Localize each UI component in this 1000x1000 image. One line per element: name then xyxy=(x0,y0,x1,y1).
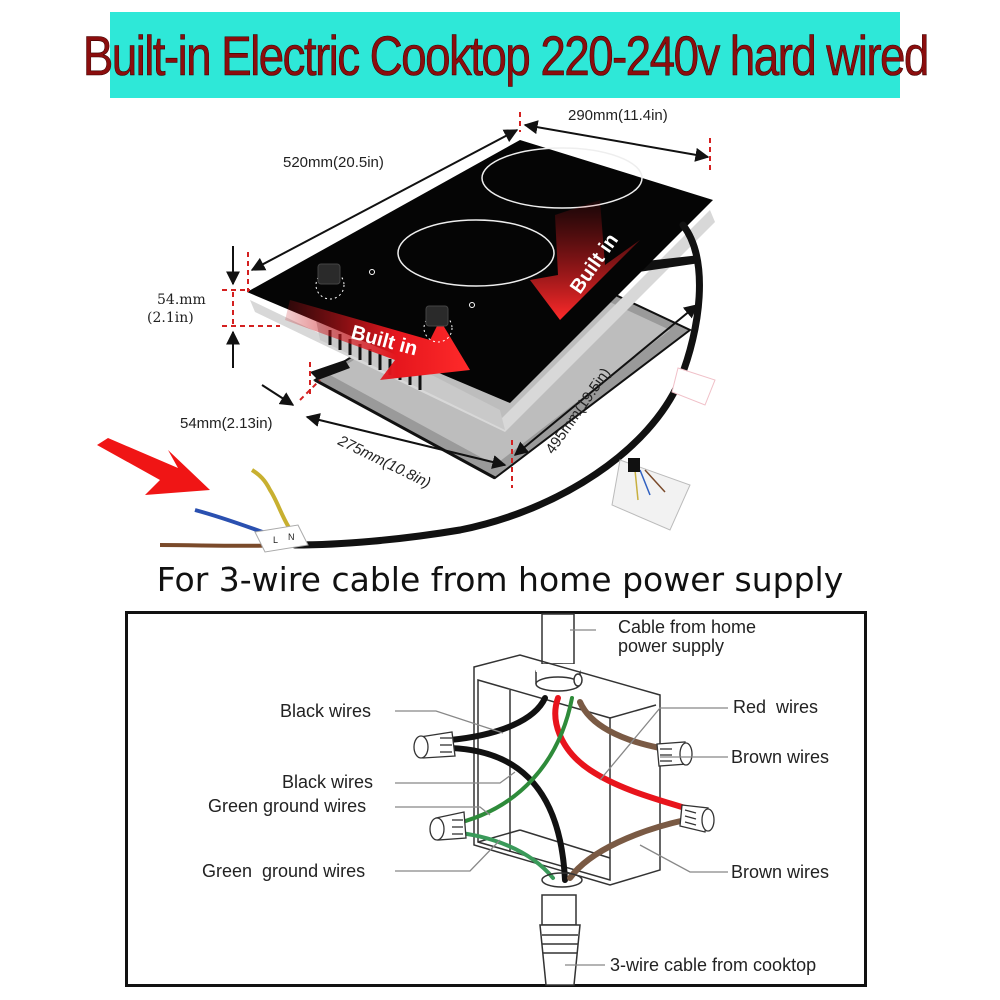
power-cable xyxy=(291,221,716,549)
cooktop-illustration: Built in Built in 29 xyxy=(97,107,716,553)
dimension-lines xyxy=(222,112,711,488)
dim-width-label: 290mm(11.4in) xyxy=(568,107,668,124)
terminal-label-n: N xyxy=(288,532,295,542)
terminal-label-l: L xyxy=(273,535,278,545)
red-pointer-arrow xyxy=(97,438,210,495)
wiring-subtitle: For 3-wire cable from home power supply xyxy=(156,560,844,599)
control-knob-2 xyxy=(423,302,475,343)
page-title: Built-in Electric Cooktop 220-240v hard … xyxy=(82,23,929,87)
wiring-tag xyxy=(611,459,691,531)
dim-side-clearance-label: 54mm(2.13in) xyxy=(180,415,273,432)
warning-tag xyxy=(671,367,716,406)
dim-cutout-width-label: 275mm(10.8in) xyxy=(334,432,433,492)
wiring-diagram-frame xyxy=(125,611,867,987)
title-banner: Built-in Electric Cooktop 220-240v hard … xyxy=(82,12,929,98)
dim-length-label: 520mm(20.5in) xyxy=(283,154,384,171)
cable-end-wires: L N xyxy=(159,468,309,553)
dim-height-label-2: (2.1in) xyxy=(147,310,194,326)
dim-height-label-1: 54.mm xyxy=(157,292,206,308)
terminal-block xyxy=(254,524,309,553)
